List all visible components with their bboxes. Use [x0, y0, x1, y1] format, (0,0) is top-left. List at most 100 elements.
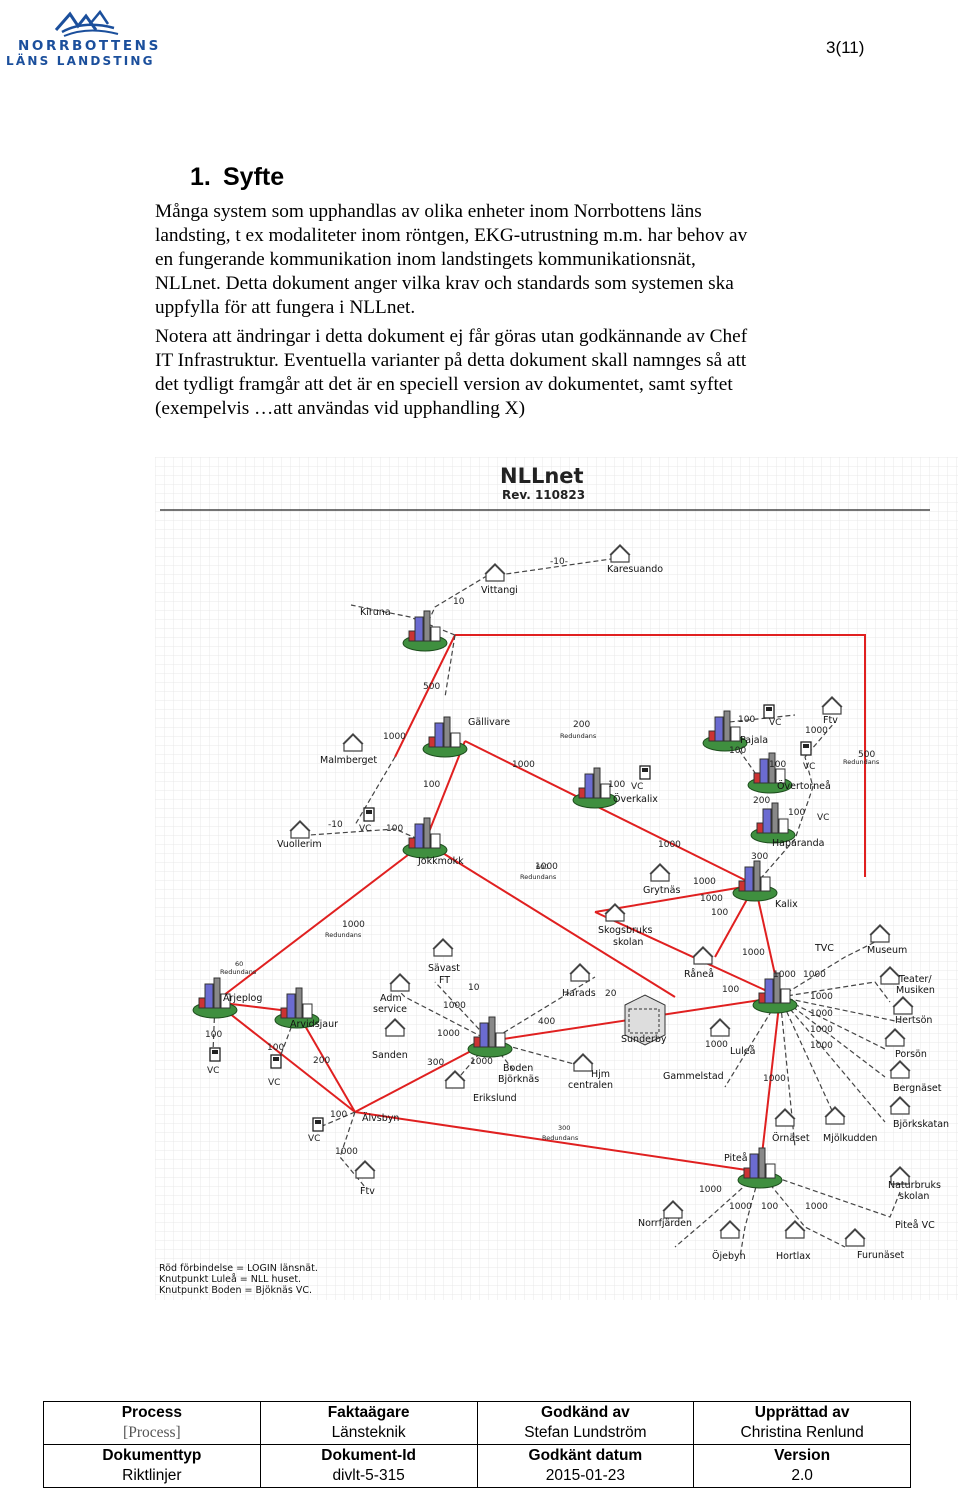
- doctype-value: Riktlinjer: [122, 1467, 182, 1484]
- doc-id-label: Dokument-Id: [321, 1447, 416, 1464]
- link-label: 1000: [742, 948, 765, 958]
- table-cell: Dokumenttyp Riktlinjer: [43, 1444, 261, 1488]
- node-label: Överkalix: [613, 794, 658, 805]
- diagram-title: NLLnet: [500, 464, 584, 488]
- paragraph-line: det tydligt framgår att det är en specie…: [155, 374, 733, 396]
- node-label: Teater/: [898, 974, 932, 985]
- link-label: Redundans: [325, 931, 362, 939]
- link-label: VC: [268, 1078, 280, 1088]
- link-label: 100: [761, 1202, 778, 1212]
- node-label: Piteå: [724, 1153, 748, 1164]
- link-label: VC: [207, 1066, 219, 1076]
- link-label: 1000: [342, 920, 365, 930]
- vc-box-icon: [312, 1117, 324, 1132]
- paragraph-line: Notera att ändringar i detta dokument ej…: [155, 326, 748, 347]
- vc-box-icon: [639, 765, 651, 780]
- logo: NORRBOTTENS LÄNS LANDSTING: [4, 6, 164, 68]
- link-label: 1000: [335, 1147, 358, 1157]
- link-label: 100: [729, 746, 746, 756]
- link-label-600: 600: [536, 863, 548, 871]
- node-label: Harads: [562, 988, 596, 999]
- link-label: 1000: [810, 1025, 833, 1035]
- table-cell: Dokument-Id divlt-5-315: [259, 1444, 478, 1488]
- vc-box-icon: [800, 741, 812, 756]
- node-label: Adm: [380, 993, 402, 1004]
- node-label: Museum: [867, 945, 907, 956]
- link-label: 10: [453, 597, 465, 607]
- link-label: 1000: [437, 1029, 460, 1039]
- link-label: 100: [738, 715, 755, 725]
- node-label: Boden: [503, 1063, 533, 1074]
- link-label: 1000: [810, 992, 833, 1002]
- paragraph-purpose: Många system som upphandlas av olika enh…: [155, 200, 805, 320]
- link-label: 1000: [443, 1001, 466, 1011]
- approved-date-value: 2015-01-23: [545, 1467, 626, 1484]
- owner-label: Faktaägare: [327, 1404, 410, 1421]
- author-label: Upprättad av: [754, 1404, 850, 1421]
- approved-date-label: Godkänt datum: [528, 1447, 643, 1464]
- paragraph-line: IT Infrastruktur. Eventuella varianter p…: [155, 350, 747, 372]
- paragraph-line: NLLnet. Detta dokument anger vilka krav …: [155, 273, 734, 295]
- node-label: skolan: [899, 1191, 929, 1202]
- table-row: Process [Process] Faktaägare Länsteknik …: [43, 1401, 911, 1445]
- node-label: Hortlax: [776, 1251, 811, 1262]
- section-title: Syfte: [223, 163, 285, 191]
- node-label: Råneå: [684, 969, 714, 980]
- node-label: Övertorneå: [777, 781, 831, 792]
- link-label: 1000: [805, 1202, 828, 1212]
- vc-box-icon: [209, 1047, 221, 1062]
- link-label: Redundans: [560, 732, 597, 740]
- link-label: -10: [328, 820, 343, 830]
- network-diagram: NLLnet Rev. 110823: [155, 457, 958, 1300]
- link-label-300-redundans: 300: [558, 1124, 570, 1132]
- link-label: 1000: [470, 1057, 493, 1067]
- node-label: Jokkmokk: [417, 856, 464, 867]
- link-label: 1000: [803, 970, 826, 980]
- link-label: 1000: [810, 1009, 833, 1019]
- approved-by-value: Stefan Lundström: [524, 1424, 647, 1441]
- paragraph-line: uppfylla för att fungera i NLLnet.: [155, 297, 416, 319]
- node-label: FT: [439, 975, 450, 986]
- author-value: Christina Renlund: [740, 1424, 864, 1441]
- node-label: Gammelstad: [663, 1071, 724, 1082]
- node-label: Björkskatan: [893, 1119, 949, 1130]
- sunderby-building-icon: [624, 994, 666, 1046]
- process-label: Process: [121, 1404, 183, 1421]
- node-label: Erikslund: [473, 1093, 517, 1104]
- table-cell: Godkänt datum 2015-01-23: [476, 1444, 695, 1488]
- node-label: centralen: [568, 1080, 613, 1091]
- node-label: Arvidsjaur: [290, 1019, 338, 1030]
- link-label: 500: [423, 682, 440, 692]
- link-label: 1000: [699, 1185, 722, 1195]
- table-cell: Version 2.0: [693, 1444, 911, 1488]
- link-label: -10-: [550, 557, 568, 567]
- node-label: Mjölkudden: [823, 1133, 877, 1144]
- legend-item: Knutpunkt Boden = Bjöknäs VC.: [159, 1285, 312, 1296]
- link-label: 1000: [773, 970, 796, 980]
- link-label: 100: [722, 985, 739, 995]
- node-label: Vuollerim: [277, 839, 322, 850]
- link-label: 1000: [700, 894, 723, 904]
- link-label: 100: [423, 780, 440, 790]
- link-label: 1000: [383, 732, 406, 742]
- link-label: 300: [427, 1058, 444, 1068]
- link-label: 20: [605, 989, 617, 999]
- link-label: 200: [313, 1056, 330, 1066]
- legend-item: Röd förbindelse = LOGIN länsnät.: [159, 1263, 318, 1274]
- node-label: Bergnäset: [893, 1083, 942, 1094]
- link-label: 100: [711, 908, 728, 918]
- node-label: Örnäset: [772, 1133, 810, 1144]
- node-label: Björknäs: [498, 1074, 539, 1085]
- node-label: Gällivare: [468, 717, 510, 728]
- link-label: 100: [330, 1110, 347, 1120]
- link-label: 100: [267, 1043, 284, 1053]
- page-number: 3(11): [826, 38, 865, 57]
- process-value: [Process]: [123, 1424, 181, 1441]
- node-label: Kalix: [775, 899, 798, 910]
- node-label: Ftv: [360, 1186, 375, 1197]
- link-label: VC: [308, 1134, 320, 1144]
- node-label: TVC: [814, 943, 834, 954]
- table-cell: Faktaägare Länsteknik: [259, 1401, 478, 1445]
- node-label: Luleå: [730, 1046, 755, 1057]
- node-label: Hertsön: [895, 1015, 932, 1026]
